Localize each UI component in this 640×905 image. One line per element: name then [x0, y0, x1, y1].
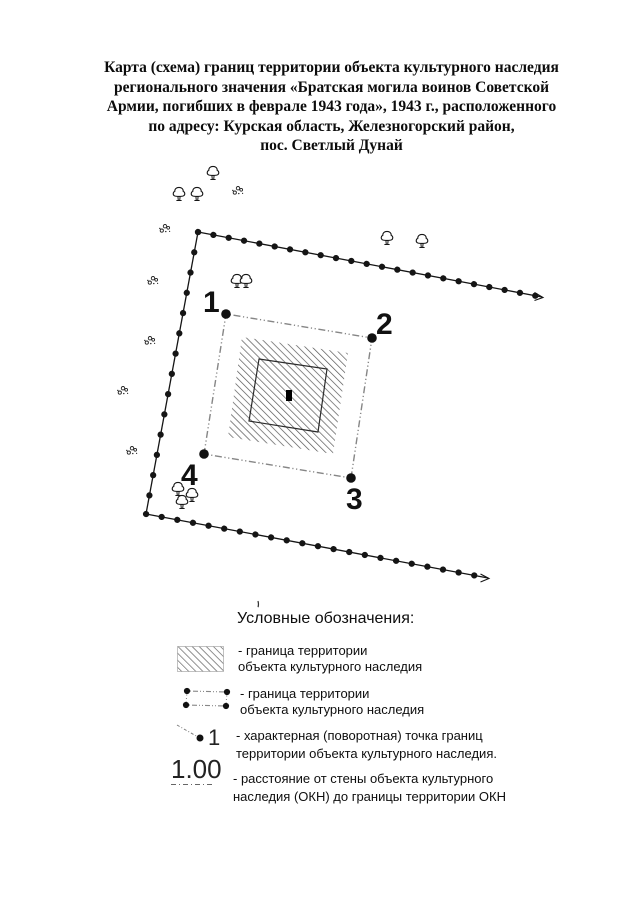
bushes	[116, 186, 244, 455]
tree-icon	[172, 186, 186, 202]
bush-icon	[146, 276, 159, 285]
fence-line	[197, 231, 543, 298]
boundary-point-dot-3	[346, 473, 356, 483]
bush-icon	[158, 224, 171, 233]
tree-icon	[239, 273, 253, 289]
bush-icon	[143, 336, 156, 345]
boundary-point-label-4: 4	[181, 459, 198, 492]
legend-dotted-boundary-swatch	[182, 687, 231, 710]
tree-icon	[380, 230, 394, 246]
boundary-point-dot-2	[367, 333, 377, 343]
fence-arrow-icon	[534, 292, 545, 302]
map-title: Карта (схема) границ территории объекта …	[104, 59, 559, 154]
legend-distance-value: 1.00	[171, 754, 222, 784]
fence-arrow-icon	[480, 573, 491, 583]
legend-item-distance-text: - расстояние от стены объекта культурног…	[233, 771, 506, 804]
bush-icon	[116, 386, 129, 395]
fence-dots	[142, 228, 202, 518]
boundary-points: 1 2 3 4	[181, 286, 393, 516]
boundary-point-label-1: 1	[203, 286, 220, 319]
bush-icon	[125, 446, 138, 455]
tree-icon	[206, 165, 220, 181]
legend-turning-point-symbol: 1	[176, 724, 220, 750]
boundary-point-dot-1	[221, 309, 231, 319]
monument-marker	[286, 390, 292, 401]
tree-icon	[171, 481, 185, 497]
tree-icon	[190, 186, 204, 202]
legend-hatch-swatch	[177, 646, 224, 672]
legend-item-hatch-text: - граница территории объекта культурного…	[238, 643, 423, 674]
boundary-point-label-3: 3	[346, 483, 363, 516]
site-fence	[142, 228, 546, 583]
fence-dots	[142, 510, 492, 582]
legend-heading: Условные обозначения:	[237, 610, 415, 627]
tree-icon	[175, 494, 189, 510]
legend-item-boundary-text: - граница территории объекта культурного…	[240, 686, 425, 717]
legend-item-point-text: - характерная (поворотная) точка границ …	[236, 728, 497, 761]
tree-icon	[185, 487, 199, 503]
bush-icon	[231, 186, 244, 195]
boundary-point-label-2: 2	[376, 308, 393, 341]
tree-icon	[415, 233, 429, 249]
legend-distance-symbol: 1.00	[171, 754, 222, 786]
monument-plot-outline	[248, 358, 328, 433]
boundary-point-dot-4	[199, 449, 209, 459]
legend-point-number: 1	[208, 725, 220, 750]
